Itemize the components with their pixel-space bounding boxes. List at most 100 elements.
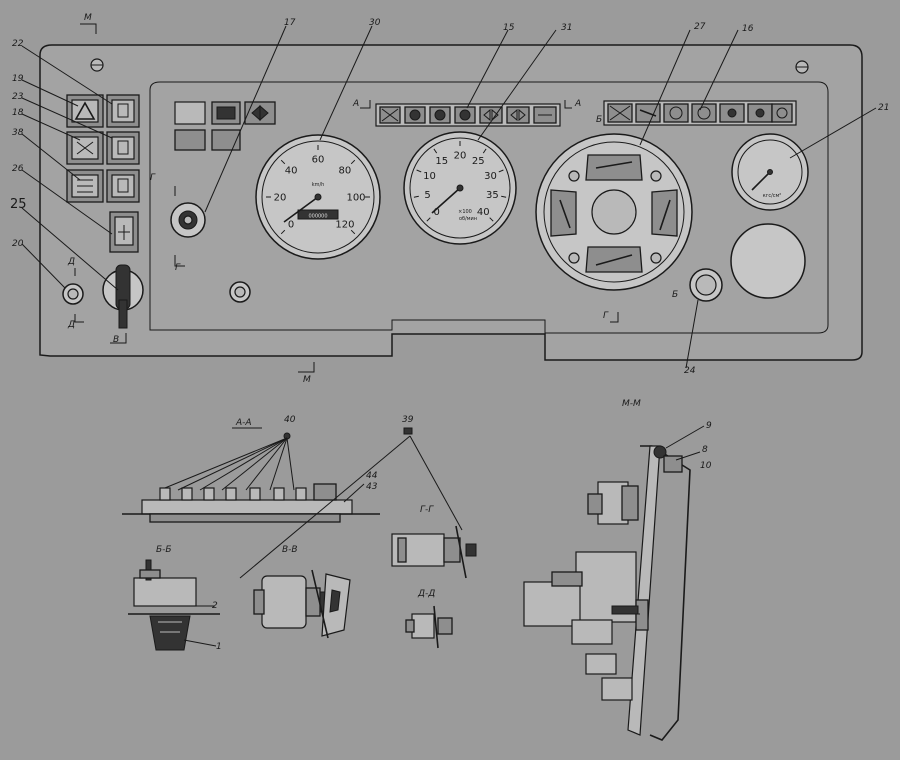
- speedometer-tick-120: 120: [335, 219, 354, 230]
- section-d-d: Д-Д: [405, 589, 453, 649]
- section-title-m-m: М-М: [622, 399, 641, 409]
- strip-button-cap: [295, 487, 307, 501]
- section-mark-b-left: Б: [596, 115, 602, 125]
- callout-8: 8: [702, 445, 708, 455]
- speedometer-tick-20: 20: [274, 193, 287, 204]
- callout-30: 30: [369, 18, 381, 28]
- callout-24: 24: [684, 366, 696, 376]
- tachometer-needle: [431, 187, 461, 214]
- tachometer-tick-35: 35: [486, 190, 499, 201]
- callout-38: 38: [12, 128, 24, 138]
- section-a-a: А-А 40 44 43: [122, 415, 380, 523]
- strip-button-cap: [273, 487, 285, 501]
- callout-18: 18: [12, 108, 24, 118]
- tachometer-tick-mark: [498, 169, 504, 173]
- speedometer-unit: km/h: [312, 182, 325, 188]
- section-b-b: Б-Б 2 1: [128, 545, 222, 652]
- section-mark-a-right: А: [574, 99, 581, 109]
- speedometer-tick-mark: [280, 229, 286, 235]
- callout-15: 15: [503, 23, 515, 33]
- section-mark-g-right: Г: [603, 311, 609, 321]
- callout-20: 20: [12, 239, 24, 249]
- tachometer-tick-10: 10: [423, 171, 436, 182]
- tachometer-tick-mark: [416, 169, 422, 173]
- gauge-temp: [550, 189, 577, 237]
- lamp-block: [170, 101, 276, 303]
- speedometer-tick-mark: [350, 229, 356, 235]
- callout-31: 31: [561, 23, 572, 33]
- tachometer-tick-mark: [501, 195, 507, 198]
- section-title-d-d: Д-Д: [417, 589, 435, 599]
- callout-22: 22: [12, 39, 24, 49]
- pressure-needle: [751, 171, 771, 191]
- speedometer-tick-100: 100: [346, 193, 365, 204]
- speedometer-tick-60: 60: [312, 155, 325, 166]
- callout-25: 25: [10, 197, 27, 212]
- lamp-1: [174, 101, 206, 125]
- speedometer-tick-0: 0: [288, 219, 294, 230]
- tachometer-tick-mark: [482, 148, 487, 154]
- speedometer-tick-80: 80: [339, 166, 352, 177]
- odometer-digits: 000000: [308, 214, 327, 220]
- callout-17: 17: [284, 18, 296, 28]
- section-mark-v: В: [113, 335, 119, 345]
- tachometer-tick-15: 15: [435, 156, 448, 167]
- speedometer-needle: [283, 196, 319, 223]
- section-mark-m-top: М: [84, 13, 92, 23]
- speedometer-tick-mark: [350, 159, 356, 165]
- callout-40: 40: [284, 415, 296, 425]
- tachometer-tick-40: 40: [477, 207, 490, 218]
- blank-gauge-socket: [730, 223, 806, 299]
- speedometer-tick-marks: 0 20 40 60 80 100 120: [266, 145, 370, 235]
- callout-9: 9: [706, 421, 712, 431]
- tachometer-tick-30: 30: [484, 171, 497, 182]
- speedometer: 0 20 40 60 80 100 120 km/h 000000: [255, 134, 381, 260]
- tachometer-tick-5: 5: [424, 190, 430, 201]
- section-g-g: Г-Г 39: [239, 415, 477, 579]
- strip-button-cap: [225, 487, 237, 501]
- section-title-g-g: Г-Г: [420, 505, 434, 515]
- callout-23: 23: [12, 92, 24, 102]
- section-mark-d-top: Д: [67, 257, 75, 267]
- section-title-b-b: Б-Б: [156, 545, 172, 555]
- section-v-v: В-В: [253, 545, 351, 639]
- speedometer-tick-mark: [280, 159, 286, 165]
- callout-19: 19: [12, 74, 24, 84]
- callout-16: 16: [742, 24, 754, 34]
- section-mark-m-bottom: М: [303, 375, 311, 385]
- tachometer-tick-mark: [433, 148, 438, 154]
- section-title-a-a: А-А: [235, 418, 252, 428]
- tachometer-tick-mark: [489, 217, 494, 222]
- tachometer-tick-25: 25: [472, 156, 485, 167]
- pressure-unit: кгс/см²: [763, 193, 782, 199]
- section-mark-d-bot: Д: [67, 320, 75, 330]
- callout-1: 1: [216, 642, 222, 652]
- strip-button-cap: [181, 487, 193, 501]
- tachometer-unit: об/мин: [459, 216, 477, 222]
- lamp-5: [211, 129, 241, 151]
- section-mark-b-right: Б: [672, 290, 678, 300]
- speedometer-tick-40: 40: [285, 166, 298, 177]
- lamp-24: [689, 268, 723, 302]
- odometer: [297, 209, 339, 220]
- section-mark-a-left: А: [352, 99, 359, 109]
- callout-26: 26: [12, 164, 24, 174]
- callout-27: 27: [694, 22, 706, 32]
- callout-2: 2: [212, 601, 218, 611]
- section-mark-g-top: Г: [150, 173, 156, 183]
- tachometer-tick-marks: 05 10 15 20 25 30 35 40: [413, 141, 507, 222]
- warning-strip-16: [603, 100, 797, 126]
- tachometer-tick-0: 0: [434, 207, 440, 218]
- section-markers: М М А А Б Г Г Д Д В Б Г: [67, 13, 678, 385]
- tachometer-tick-20: 20: [454, 151, 467, 162]
- gauge-fuel: [585, 154, 643, 181]
- callout-44: 44: [366, 471, 378, 481]
- strip-button-cap: [159, 487, 171, 501]
- callouts-main: 17 30 15 31 27 16 21 22 19 23 18 38 26 2…: [10, 18, 889, 376]
- pressure-gauge-21: кгс/см²: [731, 133, 809, 211]
- warning-strip-15: [375, 103, 561, 127]
- section-title-v-v: В-В: [282, 545, 298, 555]
- strip-button-cap: [203, 487, 215, 501]
